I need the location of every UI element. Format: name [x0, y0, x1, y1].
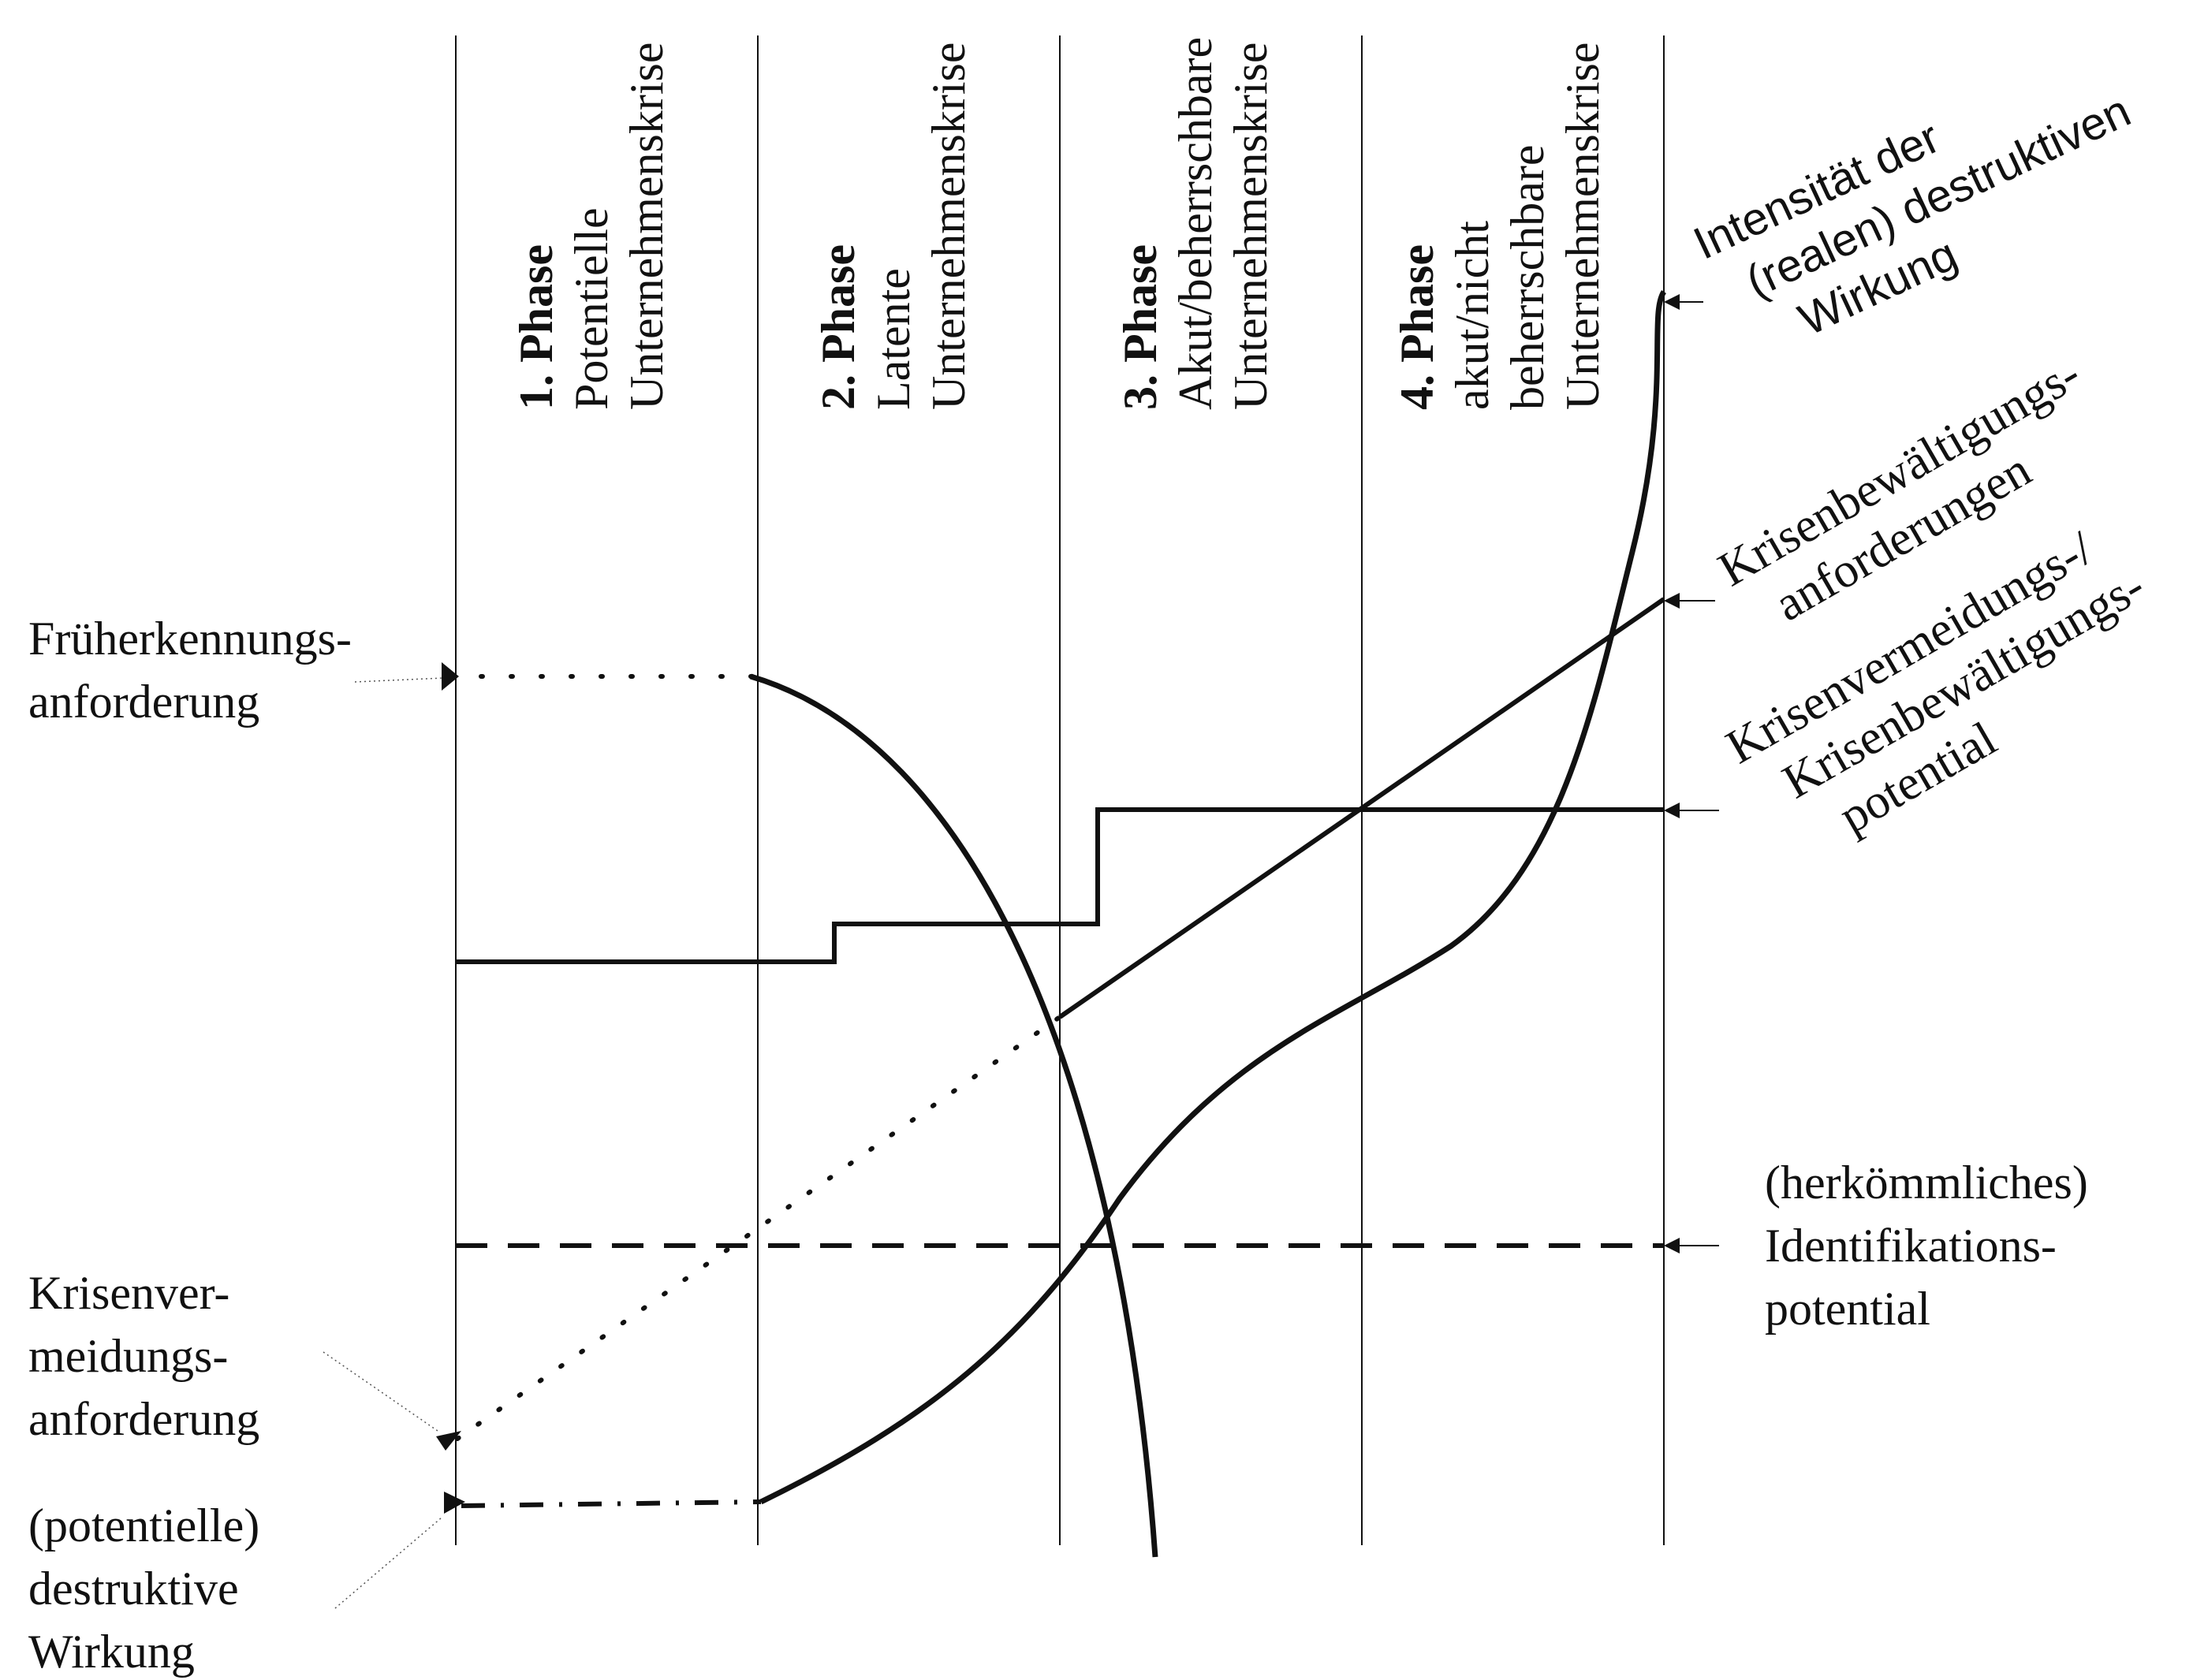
label-krisenvermeidung: Krisenver- meidungs- anforderung: [28, 1267, 259, 1445]
label-frueherkennung: Früherkennungs- anforderung: [28, 613, 364, 728]
potential-step-line: [456, 807, 1664, 964]
leader-left-frueherkennung: [354, 677, 444, 683]
label-identifikation: (herkömmliches) Identifikations- potenti…: [1765, 1157, 2100, 1335]
phase-2-heading: 2. Phase Latente Unternehmenskrise: [812, 42, 975, 410]
left-leaders: [323, 677, 444, 1609]
left-arrows: [436, 662, 465, 1514]
frueherkennung-solid: [750, 673, 1158, 1558]
frueherkennung-curve: [479, 673, 1158, 1558]
arrow-destruktiv: [444, 1492, 465, 1514]
phase-3-heading: 3. Phase Akut/beherrschbare Unternehmens…: [1114, 25, 1277, 410]
left-labels: Früherkennungs- anforderung Krisenver- m…: [28, 613, 364, 1678]
label-intensitaet: Intensität der (realen) destruktiven Wir…: [1686, 28, 2173, 373]
destruktiv-curve: [461, 290, 1667, 1508]
leader-left-vermeidung: [323, 1351, 438, 1432]
leader-left-destruktiv: [334, 1517, 442, 1609]
right-arrows: [1664, 294, 1719, 1253]
vermeidung-solid: [1058, 597, 1665, 1019]
destruktiv-dashdot: [461, 1499, 762, 1508]
phase-headings: 1. Phase Potentielle Unternehmenskrise 2…: [510, 25, 1609, 410]
destruktiv-solid: [759, 290, 1667, 1505]
arrow-frueherkennung: [442, 662, 459, 691]
label-destruktiv: (potentielle) destruktive Wirkung: [28, 1499, 271, 1678]
arrow-vermeidung: [436, 1431, 461, 1451]
phase-boundaries: [455, 35, 1665, 1545]
vermeidung-curve: [455, 597, 1665, 1441]
phase-1-heading: 1. Phase Potentielle Unternehmenskrise: [510, 42, 673, 410]
phase-4-heading: 4. Phase akut/nicht beherrschbare Untern…: [1391, 42, 1609, 410]
